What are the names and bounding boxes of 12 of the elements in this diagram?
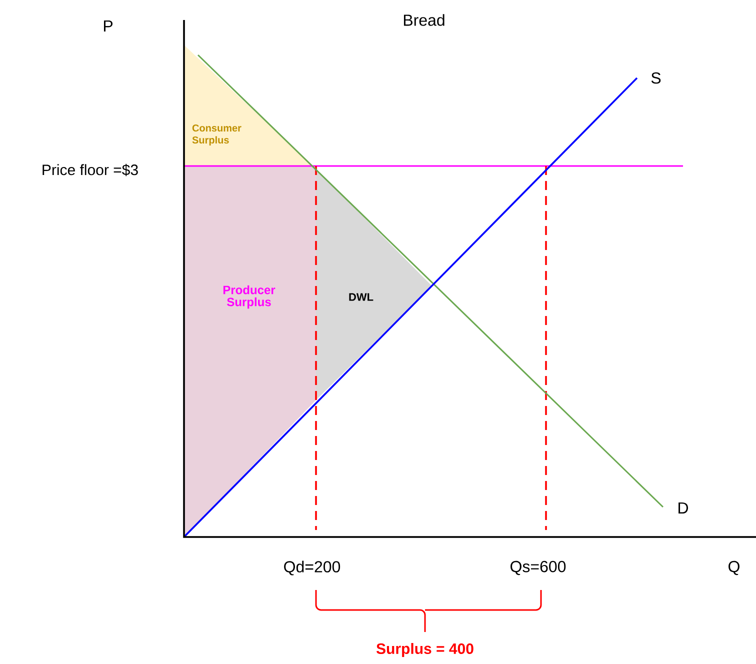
curve-label: S: [651, 72, 661, 84]
axis-label: Q: [728, 560, 740, 576]
surplus-label: Surplus = 400: [376, 643, 474, 657]
area-label: DWL: [349, 293, 374, 301]
axis-label: P: [104, 20, 112, 32]
quantity-label: Qd=200: [284, 560, 340, 576]
chart-title: Bread: [404, 14, 444, 26]
area-label: Producer Surplus: [223, 285, 276, 309]
area-label: Consumer Surplus: [192, 124, 242, 146]
quantity-label: Qs=600: [510, 560, 566, 576]
curve-label: D: [678, 502, 688, 514]
price-label: Price floor =$3: [42, 164, 138, 176]
